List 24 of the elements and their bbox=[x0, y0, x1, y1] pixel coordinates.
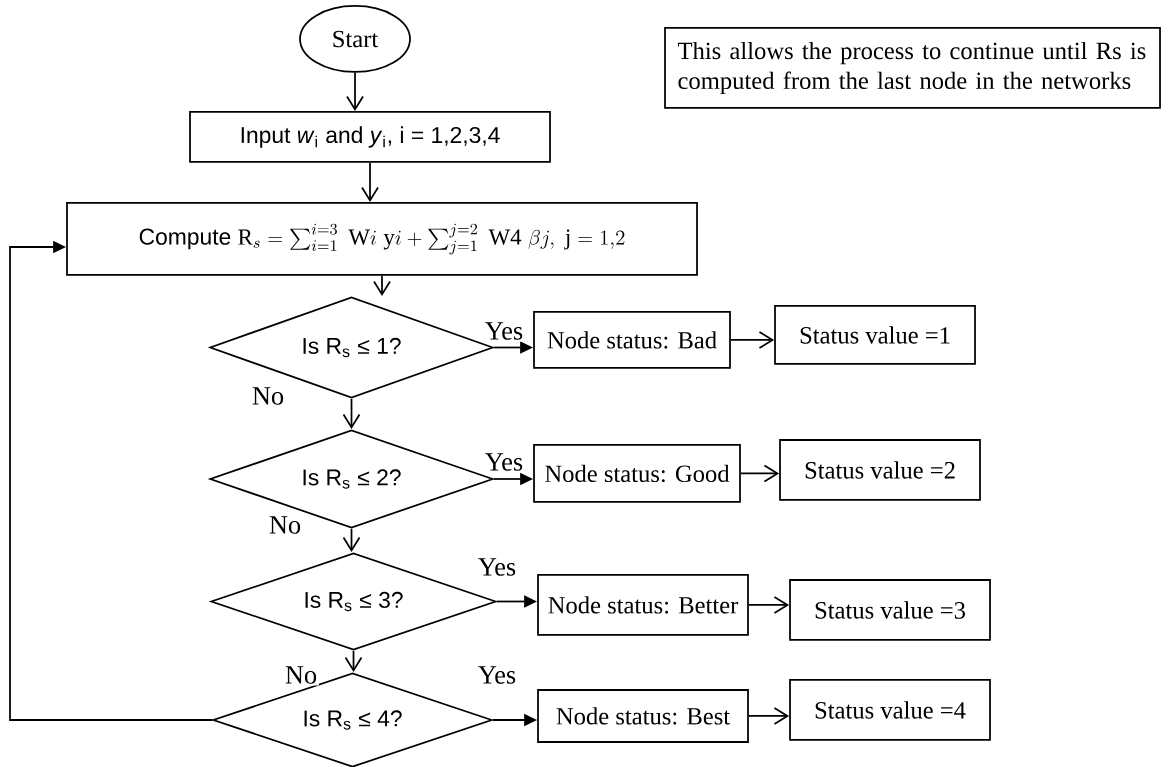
arrow bbox=[748, 596, 790, 614]
edge-label: Yes bbox=[483, 320, 525, 342]
arrow bbox=[361, 162, 379, 203]
process-box: Status value =3 bbox=[789, 579, 991, 641]
arrow bbox=[342, 398, 361, 430]
process-box: Node status: Bad bbox=[533, 311, 731, 369]
process-box: Input w$_{i}$ and y$_{i}$, i = 1,2,3,4 bbox=[189, 111, 551, 163]
arrow bbox=[342, 528, 361, 553]
arrow bbox=[373, 275, 391, 297]
process-box: Node status: Good bbox=[533, 444, 741, 503]
arrow bbox=[740, 464, 780, 483]
arrow bbox=[9, 240, 213, 721]
process-box: Status value =1 bbox=[774, 305, 976, 365]
arrow bbox=[344, 650, 363, 673]
process-box: Status value =4 bbox=[789, 679, 991, 741]
note-box: This allows the process to continue until Rs is computed from the last node in the networks bbox=[664, 27, 1161, 109]
edge-label: No bbox=[283, 664, 319, 686]
process-box: Status value =2 bbox=[779, 439, 981, 501]
process-box: Node status: Better bbox=[537, 574, 749, 636]
arrow bbox=[748, 707, 790, 725]
process-box: Node status: Best bbox=[537, 689, 749, 743]
process-box: $\textsf{Compute}\ \mathrm{R}_{s} = \sum_{i=1}^{i=3}\ \mathrm{W}i\ \mathrm{y}i + \sum_{j=1}^{j=2}\ \mathrm{W4}\ \beta j,\ \mathrm{j} = 1{,}2$ bbox=[66, 202, 698, 276]
arrow bbox=[730, 331, 775, 349]
arrow bbox=[346, 72, 364, 112]
